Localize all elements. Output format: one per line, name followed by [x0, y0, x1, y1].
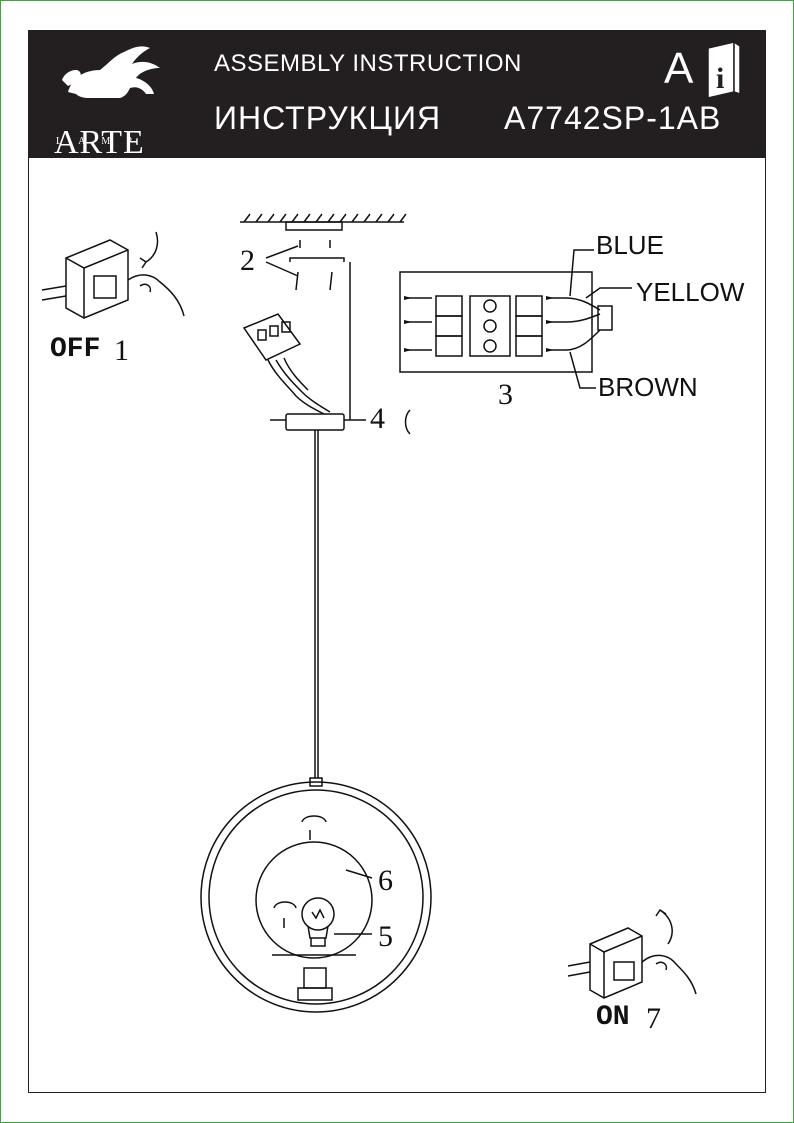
step-3-number: 3 [498, 378, 513, 411]
ceiling [240, 213, 407, 231]
title-russian: ИНСТРУКЦИЯ [214, 100, 442, 136]
off-label: OFF [50, 334, 101, 365]
wire-brown-label: BROWN [598, 372, 698, 402]
title-english: ASSEMBLY INSTRUCTION [214, 50, 522, 77]
step-1-number: 1 [114, 334, 129, 367]
logo-wordmark: ARTE [54, 124, 145, 161]
info-book-icon: i [707, 40, 741, 99]
step-6-number: 6 [378, 864, 393, 897]
step-2-number: 2 [240, 244, 255, 277]
step-5-number: 5 [378, 920, 393, 953]
switch-on-icon [567, 908, 697, 999]
logo-subtext: LAMP [56, 136, 148, 147]
content-area [28, 158, 766, 1093]
wire-yellow-label: YELLOW [636, 277, 745, 307]
model-number: A7742SP-1AB [504, 100, 722, 136]
wiring-diagram [399, 249, 632, 389]
svg-text:i: i [716, 62, 724, 95]
switch-off-icon [41, 231, 185, 319]
mounting-screws [265, 240, 345, 291]
step-7-number: 7 [646, 1002, 661, 1035]
wire-blue-label: BLUE [596, 230, 664, 260]
on-label: ON [596, 1002, 630, 1033]
lion-logo-icon [62, 46, 160, 98]
terminal-detail [242, 313, 331, 415]
step-4-number: 4 [370, 402, 385, 435]
header-bar: ARTE ASSEMBLY INSTRUCTION ИНСТРУКЦИЯ A77… [28, 30, 766, 161]
brand-logo: ARTE [28, 30, 198, 161]
doc-letter: A [664, 44, 694, 93]
